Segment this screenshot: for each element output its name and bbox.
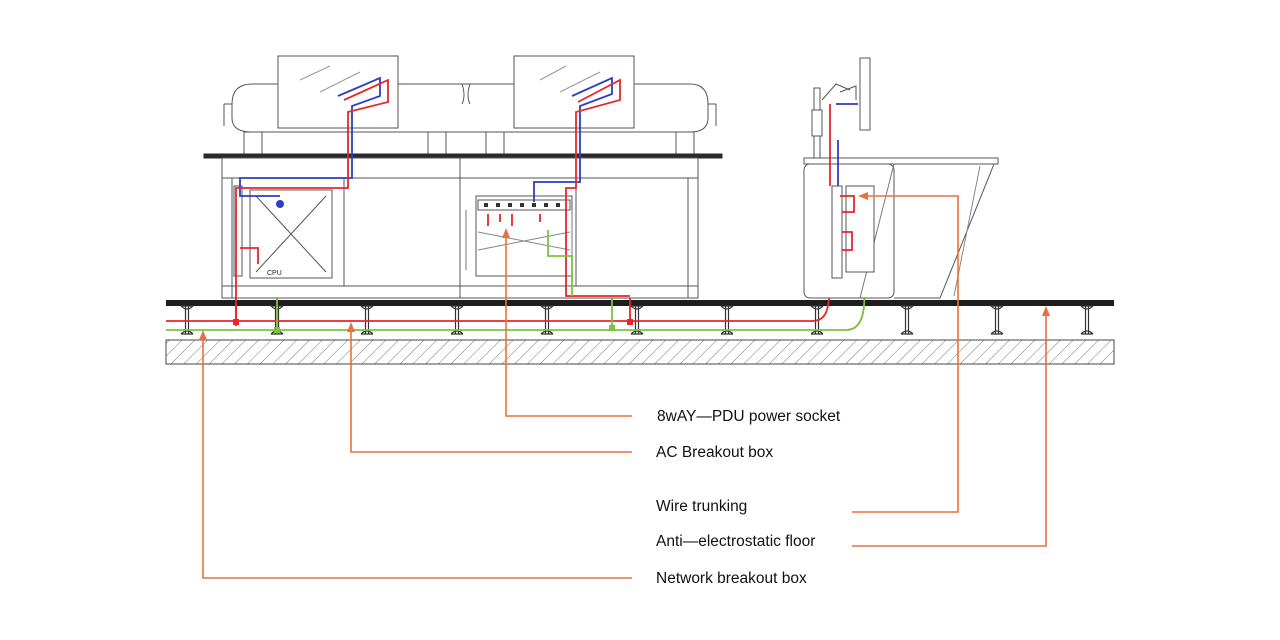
leader-network-box [202, 334, 632, 579]
wire-trunking [831, 185, 843, 279]
anti-electrostatic-floor-label: Anti—electrostatic floor [656, 533, 816, 550]
main-console [203, 55, 723, 299]
wire-trunking-label: Wire trunking [656, 498, 748, 515]
leader-ac-box [350, 326, 632, 453]
network-breakout-box-label: Network breakout box [656, 570, 807, 587]
raised-floor-panel [166, 300, 1114, 306]
leader-arrowheads [199, 192, 1050, 340]
pdu-socket-label: 8wAY—PDU power socket [657, 408, 841, 425]
signal-connector [276, 200, 284, 208]
leader-lines [202, 195, 1047, 579]
ac-breakout-box-label: AC Breakout box [656, 444, 774, 461]
concrete-slab [165, 339, 1115, 365]
console-cables [235, 76, 630, 320]
leader-trunking [852, 195, 959, 513]
leader-pdu [505, 232, 632, 417]
side-console-cables [829, 103, 858, 251]
pdu-outlets [484, 203, 560, 207]
floor-breakout-boxes [233, 319, 633, 333]
side-console [803, 57, 999, 299]
leader-floor [852, 310, 1047, 547]
cpu-label: CPU [267, 270, 282, 277]
